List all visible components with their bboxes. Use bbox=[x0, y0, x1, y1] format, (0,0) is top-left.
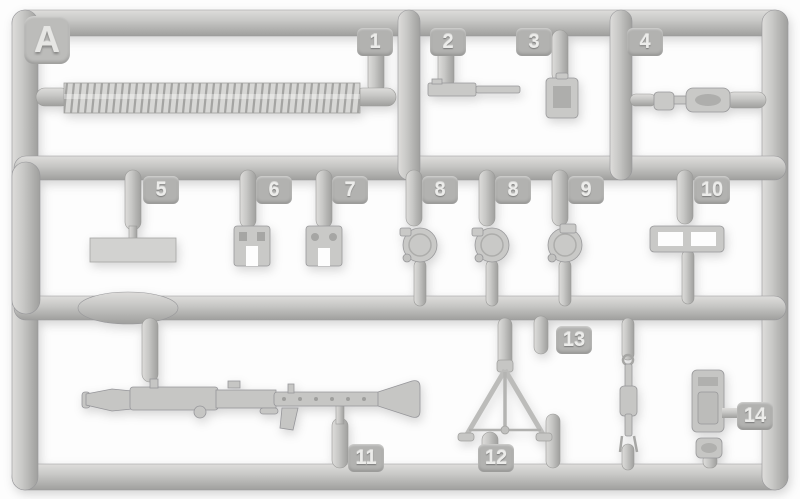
part-8a-drum bbox=[399, 227, 438, 263]
sprue-runners bbox=[11, 9, 789, 491]
part-label-3: 3 bbox=[516, 28, 552, 56]
part-7-bracket bbox=[305, 225, 343, 267]
part-label-5: 5 bbox=[143, 176, 179, 204]
part-3-bracket bbox=[545, 72, 579, 119]
part-9-drum bbox=[547, 223, 583, 263]
part-label-1: 1 bbox=[357, 28, 393, 56]
part-8b-drum bbox=[471, 227, 510, 263]
part-label-14: 14 bbox=[737, 402, 773, 430]
part-14-drum-case bbox=[691, 369, 738, 459]
part-label-10: 10 bbox=[694, 176, 730, 204]
part-label-9: 9 bbox=[568, 176, 604, 204]
part-10-frame bbox=[649, 225, 725, 253]
part-label-8a: 8 bbox=[422, 176, 458, 204]
part-13-mount bbox=[618, 353, 639, 453]
part-label-4: 4 bbox=[627, 28, 663, 56]
part-label-6: 6 bbox=[256, 176, 292, 204]
part-11-machine-gun bbox=[81, 378, 421, 431]
part-2-barrel bbox=[427, 78, 521, 97]
part-4-linkage bbox=[653, 87, 731, 113]
part-label-7: 7 bbox=[332, 176, 368, 204]
sprue-letter-tab: A bbox=[24, 16, 70, 64]
part-label-11: 11 bbox=[348, 444, 384, 472]
part-label-12: 12 bbox=[478, 444, 514, 472]
part-label-13: 13 bbox=[556, 326, 592, 354]
spring-part bbox=[35, 82, 397, 114]
part-6-bracket bbox=[233, 225, 271, 267]
part-label-2: 2 bbox=[430, 28, 466, 56]
part-5-plate bbox=[89, 237, 177, 263]
part-label-8b: 8 bbox=[495, 176, 531, 204]
part-12-tripod bbox=[457, 359, 553, 442]
